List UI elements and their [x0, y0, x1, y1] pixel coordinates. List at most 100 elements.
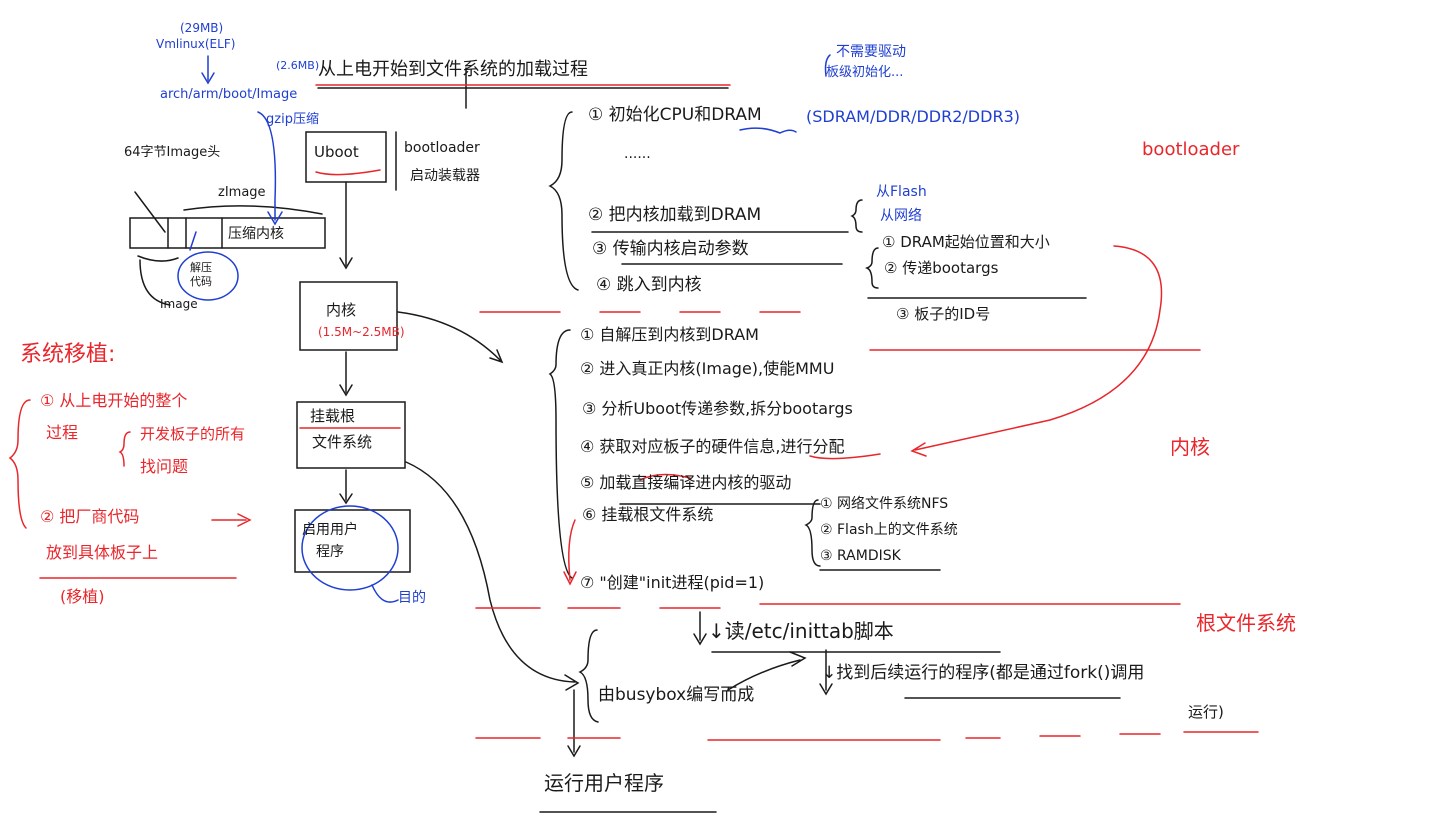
app-circle [301, 505, 399, 591]
mount-label-2: 文件系统 [312, 433, 373, 451]
kernel-step-4: ④ 获取对应板子的硬件信息,进行分配 [580, 437, 845, 456]
no-driver-1: 不需要驱动 [836, 44, 906, 60]
load-brace [850, 199, 863, 233]
vmlinux-size: (29MB) [180, 21, 224, 35]
app-label-1: 启用用户 [302, 522, 358, 538]
rootfs-flash: ② Flash上的文件系统 [820, 522, 958, 538]
k4-red-underline [809, 453, 881, 460]
arrow-mount-rootfs [405, 461, 580, 691]
no-driver-mark [824, 54, 831, 77]
vmlinux-arrow [201, 55, 215, 85]
rootfs-tag: 根文件系统 [1196, 611, 1296, 635]
find-run: 运行) [1188, 703, 1224, 721]
arrow-kernel-mount [339, 351, 353, 397]
app-label-2: 程序 [316, 544, 344, 560]
run-arrow [567, 689, 581, 758]
uboot-step-3: ③ 传输内核启动参数 [592, 239, 749, 259]
uboot-step-1: ① 初始化CPU和DRAM [588, 105, 762, 125]
page-title: 从上电开始到文件系统的加载过程 [318, 59, 588, 80]
header-pointer [134, 191, 166, 233]
param-dram: ① DRAM起始位置和大小 [882, 233, 1050, 251]
load-from-network: 从网络 [880, 208, 922, 224]
mount-label-1: 挂载根 [310, 407, 356, 425]
rootfs-type-brace [804, 499, 821, 567]
load-from-flash: 从Flash [876, 184, 927, 200]
kernel-step-1: ① 自解压到内核到DRAM [580, 325, 759, 344]
uboot-step-2: ② 把内核加载到DRAM [588, 205, 762, 225]
uboot-red-underline [315, 169, 381, 176]
decompress-circle [177, 251, 239, 301]
busybox-brace [578, 629, 599, 723]
image-size: (2.6MB) [276, 59, 320, 72]
porting-1d: 找问题 [140, 457, 189, 476]
run-user-program: 运行用户程序 [544, 771, 664, 795]
kernel-steps-brace [548, 329, 573, 579]
rootfs-bottom-dash [475, 733, 1161, 741]
porting-title: 系统移植: [20, 342, 116, 367]
gzip-label: gzip压缩 [266, 112, 319, 127]
loader-cn-label: 启动装载器 [410, 168, 480, 184]
read-inittab: ↓读/etc/inittab脚本 [708, 619, 894, 643]
uboot-steps-brace [548, 111, 579, 291]
kernel-step-6: ⑥ 挂载根文件系统 [582, 505, 714, 524]
porting-brace [8, 399, 31, 529]
bootloader-tag: bootloader [1142, 139, 1240, 160]
app-note-arrow [371, 584, 399, 603]
uboot-label: Uboot [314, 143, 359, 161]
rootfs-ramdisk: ③ RAMDISK [820, 548, 901, 564]
param-board-id: ③ 板子的ID号 [896, 305, 991, 323]
no-driver-2: 板级初始化... [826, 65, 904, 80]
arrow-uboot-kernel [339, 181, 353, 270]
kernel-step-3: ③ 分析Uboot传递参数,拆分bootargs [582, 399, 853, 418]
kernel-step-2: ② 进入真正内核(Image),使能MMU [580, 359, 835, 378]
bootloader-label: bootloader [404, 140, 480, 156]
porting-2a: ② 把厂商代码 [40, 507, 140, 526]
arrow-mount-app [339, 469, 353, 505]
busybox-label: 由busybox编写而成 [598, 685, 755, 705]
zimage-strip [129, 217, 326, 249]
image-path: arch/arm/boot/Image [160, 87, 298, 102]
vmlinux-label: Vmlinux(ELF) [156, 37, 236, 51]
app-note: 目的 [398, 590, 426, 606]
p2-arrow [211, 513, 252, 527]
app-box [294, 509, 411, 573]
compressed-kernel-label: 压缩内核 [228, 226, 284, 242]
find-programs: ↓找到后续运行的程序(都是通过fork()调用 [822, 663, 1145, 683]
params-brace [864, 247, 879, 289]
busybox-arrow [727, 651, 807, 691]
arrow-kernel-steps [397, 311, 504, 364]
k7-red-arrow [563, 519, 577, 586]
header-label: 64字节Image头 [124, 145, 221, 160]
params-arrow [910, 245, 1163, 457]
kernel-step-5: ⑤ 加载直接编译进内核的驱动 [580, 473, 792, 492]
porting-2b: 放到具体板子上 [46, 543, 159, 562]
find-arrow [819, 649, 833, 696]
uboot-step-dots: ...... [624, 146, 651, 162]
read-arrow [693, 611, 707, 646]
kernel-box [299, 281, 398, 351]
kernel-size: (1.5M~2.5MB) [318, 325, 405, 339]
mount-box [296, 401, 406, 469]
zimage-dividers [167, 217, 223, 249]
porting-1c: 开发板子的所有 [140, 425, 246, 443]
kernel-step-7: ⑦ "创建"init进程(pid=1) [580, 573, 765, 592]
zimage-brace [183, 205, 323, 215]
zimage-label: zImage [218, 185, 266, 200]
uboot-box [305, 131, 387, 183]
decompress-pointer [189, 231, 197, 251]
porting-2c: (移植) [60, 587, 105, 606]
param-bootargs: ② 传递bootargs [884, 259, 999, 277]
k5-red-mark [639, 473, 691, 481]
dram-types: (SDRAM/DDR/DDR2/DDR3) [806, 107, 1020, 126]
image-label: Image [160, 297, 198, 311]
kernel-tag: 内核 [1170, 435, 1210, 459]
gzip-arrow [257, 111, 283, 226]
image-pointer [137, 255, 179, 306]
kernel-rootfs-dash [475, 603, 1181, 609]
porting-1b: 过程 [46, 423, 79, 442]
kernel-label: 内核 [326, 301, 357, 319]
uboot-step-4: ④ 跳入到内核 [596, 275, 702, 295]
dram-underline [739, 127, 797, 134]
